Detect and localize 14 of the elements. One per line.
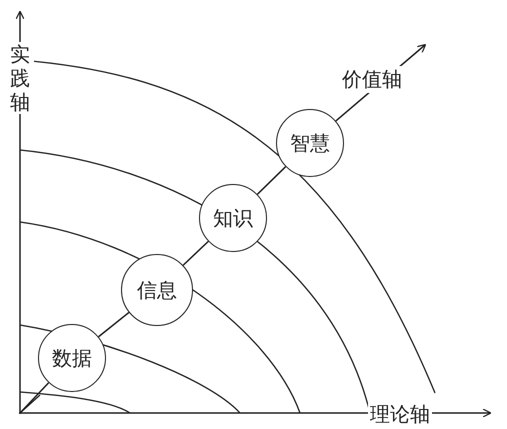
stage-label: 智慧: [290, 130, 330, 156]
connector-line: [182, 240, 209, 266]
connector-line: [19, 382, 50, 414]
stage-label: 信息: [137, 276, 177, 304]
connector-line: [256, 166, 286, 195]
stage-label: 知识: [213, 204, 253, 232]
connector-line: [98, 312, 130, 338]
axis-label: 价值轴: [340, 66, 404, 93]
stage-circle: [276, 109, 344, 177]
stage-circle: [38, 324, 106, 392]
stage-circle: [199, 184, 267, 252]
stage-circle: [121, 254, 193, 326]
stage-label: 数据: [52, 344, 92, 372]
axis-label: 实践轴: [8, 42, 34, 114]
